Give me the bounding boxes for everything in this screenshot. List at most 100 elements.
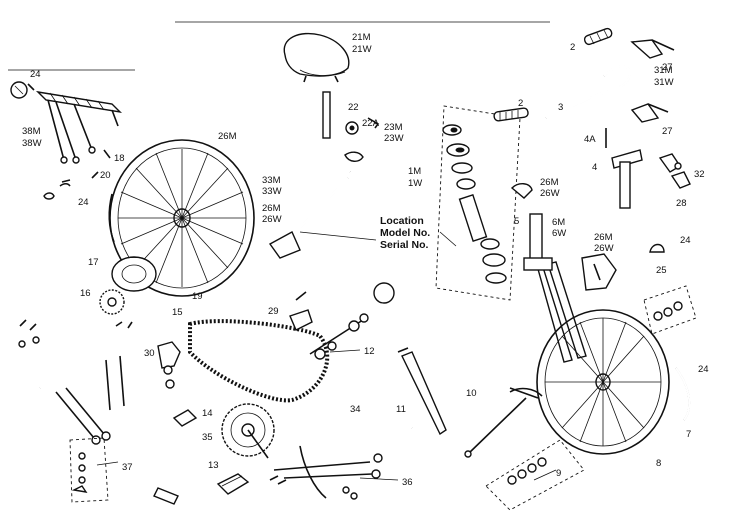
rear-fender: [39, 366, 179, 505]
label-3: 3: [558, 102, 563, 113]
leader-lines: [96, 349, 557, 481]
label-6m: 6M: [552, 217, 565, 228]
rear-derailleur: [157, 341, 181, 389]
label-32: 32: [694, 169, 705, 180]
grip-left: [493, 107, 529, 122]
label-14: 14: [202, 408, 213, 419]
front-derailleur: [289, 291, 313, 331]
label-12: 12: [364, 346, 375, 357]
label-24-left: 24: [78, 197, 89, 208]
label-31w: 31W: [654, 77, 674, 88]
chain: [188, 319, 330, 403]
label-34: 34: [350, 404, 361, 415]
fender-hardware: [69, 437, 109, 503]
front-brake-caliper: [581, 253, 617, 291]
label-16: 16: [80, 288, 91, 299]
label-7: 7: [686, 429, 691, 440]
info-location: Location: [380, 215, 424, 227]
label-22: 22: [348, 102, 359, 113]
info-leaders: [299, 231, 457, 247]
derailleur-guard: [172, 409, 198, 427]
label-6w: 6W: [552, 228, 566, 239]
label-11: 11: [396, 404, 406, 415]
seat-clamp: [344, 117, 380, 162]
handlebar: [545, 65, 632, 120]
rear-fender-strip: [108, 193, 115, 243]
label-4a: 4A: [584, 134, 596, 145]
label-24-far: 24: [698, 364, 709, 375]
label-2-top: 2: [570, 42, 575, 53]
front-axle-parts: [464, 387, 585, 511]
reflector-bracket: [510, 183, 533, 199]
mudguard-stays: [269, 453, 383, 500]
label-18: 18: [114, 153, 125, 164]
label-4: 4: [592, 162, 597, 173]
label-13: 13: [208, 460, 219, 471]
bell: [649, 243, 665, 253]
rack-bolts: [43, 149, 111, 200]
label-23w: 23W: [384, 133, 404, 144]
rear-wheel: [109, 139, 255, 297]
label-24-right: 24: [680, 235, 691, 246]
brake-lever-top: [630, 39, 675, 59]
label-27-top: 27: [662, 62, 673, 73]
freewheel: [111, 256, 157, 292]
label-10: 10: [466, 388, 477, 399]
label-9: 9: [556, 468, 561, 479]
label-19: 19: [192, 291, 203, 302]
label-17: 17: [88, 257, 99, 268]
label-8: 8: [656, 458, 661, 469]
label-24-top: 24: [30, 69, 41, 80]
label-23m: 23M: [384, 122, 403, 133]
label-37: 37: [122, 462, 133, 473]
front-fender: [675, 367, 691, 421]
shifter: [658, 153, 691, 189]
label-1w: 1W: [408, 178, 422, 189]
stay-bolts: [18, 319, 133, 348]
brake-cable: [509, 387, 543, 397]
label-38m: 38M: [22, 126, 41, 137]
seat-post: [322, 91, 331, 139]
front-mudguard: [298, 414, 413, 499]
label-21m: 21M: [352, 32, 371, 43]
fender-stays: [55, 355, 125, 445]
label-26m-fork: 26M: [594, 232, 613, 243]
label-27-mid: 27: [662, 126, 673, 137]
kickstand: [397, 347, 447, 436]
bb-spindle: [309, 313, 369, 360]
label-5: 5: [514, 216, 519, 227]
label-31m: 31M: [654, 65, 673, 76]
label-25: 25: [656, 265, 667, 276]
bicycle-frame: [268, 170, 488, 304]
label-1m: 1M: [408, 166, 421, 177]
front-wheel: [536, 309, 670, 455]
info-serial-no: Serial No.: [380, 239, 429, 251]
saddle: [283, 32, 350, 83]
label-28: 28: [676, 198, 687, 209]
label-15: 15: [172, 307, 183, 318]
chainring: [221, 403, 275, 459]
brake-lever-mid: [630, 103, 669, 123]
label-26m-left: 26M: [218, 131, 237, 142]
part-labels: 21M 21W 22 22A 23M 23W 24 38M 38W 18 20 …: [22, 32, 709, 488]
label-33m: 33M: [262, 175, 281, 186]
label-26w-mid: 26W: [262, 214, 282, 225]
label-22a: 22A: [362, 118, 380, 129]
label-26m-head: 26M: [540, 177, 559, 188]
label-30: 30: [144, 348, 155, 359]
label-35: 35: [202, 432, 213, 443]
label-26w-fork: 26W: [594, 243, 614, 254]
rear-cog: [99, 289, 125, 315]
label-20: 20: [100, 170, 111, 181]
label-26w-head: 26W: [540, 188, 560, 199]
headset-stack: [435, 105, 521, 301]
label-2-grip: 2: [518, 98, 523, 109]
label-38w: 38W: [22, 138, 42, 149]
label-33w: 33W: [262, 186, 282, 197]
label-36: 36: [402, 477, 413, 488]
stem: [605, 128, 643, 209]
pedal: [216, 473, 250, 495]
rear-rack: [27, 83, 123, 164]
